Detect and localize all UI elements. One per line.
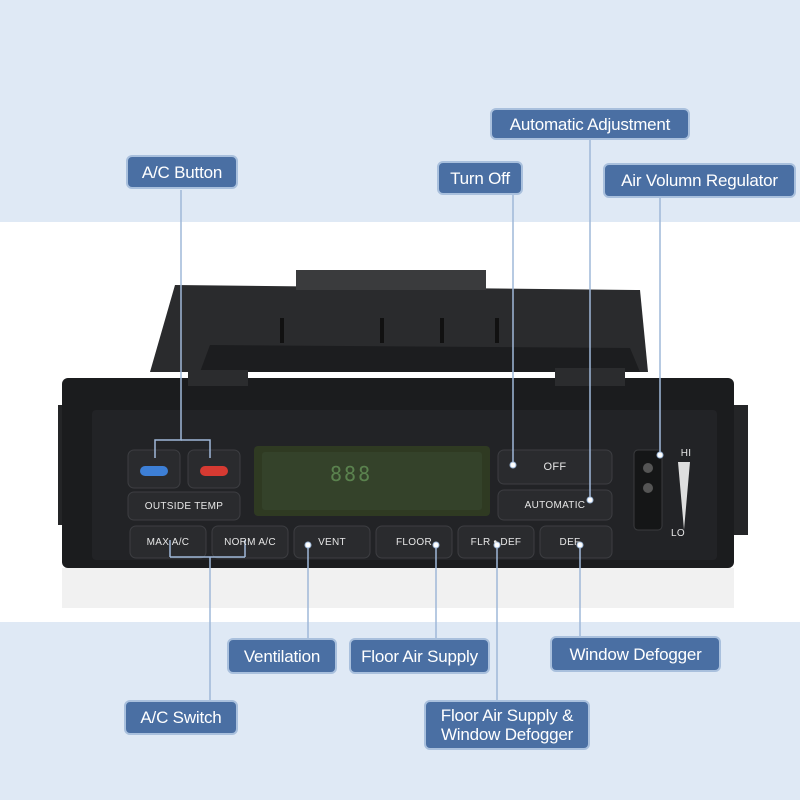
label-floor-air-supply-window-defogger-line1: Floor Air Supply &: [440, 706, 574, 725]
label-floor-air-supply: Floor Air Supply: [349, 638, 490, 674]
norm-ac-button: [211, 525, 289, 559]
label-ventilation: Ventilation: [227, 638, 337, 674]
fan-level-wedge: [678, 462, 690, 530]
def-button: [539, 525, 613, 559]
floor-button: [375, 525, 453, 559]
label-air-volume-regulator: Air Volumn Regulator: [603, 163, 796, 198]
vent-button: [293, 525, 371, 559]
automatic-button: [497, 489, 613, 521]
flr-def-label[interactable]: FLR • DEF: [470, 537, 522, 548]
callout-lines: [154, 140, 661, 705]
floor-label[interactable]: FLOOR: [396, 537, 432, 548]
automatic-label[interactable]: AUTOMATIC: [524, 500, 586, 511]
off-button: [497, 449, 613, 485]
outside-temp-button: [127, 491, 241, 521]
label-ac-button: A/C Button: [126, 155, 238, 189]
hi-label: HI: [680, 448, 692, 459]
cool-indicator: [140, 466, 168, 476]
label-turn-off: Turn Off: [437, 161, 523, 195]
label-ac-switch: A/C Switch: [124, 700, 238, 735]
lo-label: LO: [671, 528, 685, 539]
max-ac-label[interactable]: MAX A/C: [146, 537, 190, 548]
label-floor-air-supply-window-defogger: Floor Air Supply & Window Defogger: [424, 700, 590, 750]
label-floor-air-supply-window-defogger-line2: Window Defogger: [440, 725, 574, 744]
norm-ac-label[interactable]: NORM A/C: [224, 537, 276, 548]
label-automatic-adjustment: Automatic Adjustment: [490, 108, 690, 140]
housing-connector: [296, 270, 486, 290]
def-label[interactable]: DEF: [559, 537, 581, 548]
housing-ledge: [200, 345, 640, 372]
lcd-digits: 888: [330, 462, 373, 486]
label-window-defogger: Window Defogger: [550, 636, 721, 672]
outside-temp-label[interactable]: OUTSIDE TEMP: [144, 501, 224, 512]
vent-label[interactable]: VENT: [318, 537, 346, 548]
off-label[interactable]: OFF: [543, 461, 567, 473]
max-ac-button: [129, 525, 207, 559]
warm-indicator: [200, 466, 228, 476]
